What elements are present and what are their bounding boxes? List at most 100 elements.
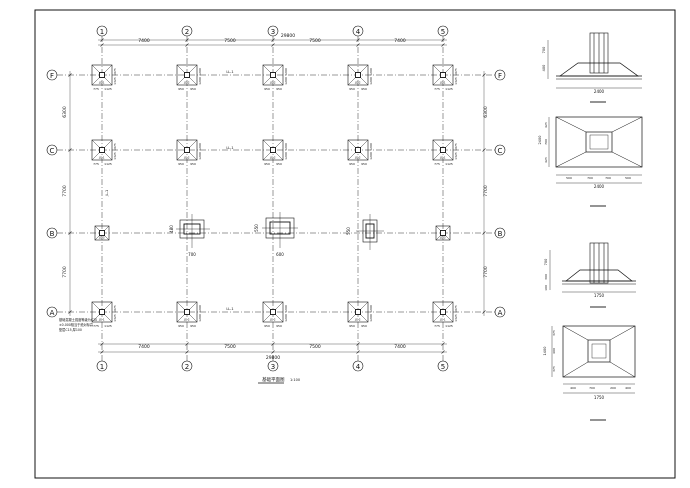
axis-bubble-A-left: A <box>46 306 58 318</box>
footing-dim-b: 950 <box>276 324 282 328</box>
footing-side-dim: 1200 <box>284 68 288 76</box>
column-axis-top: 1 2 3 4 5 <box>96 25 449 37</box>
left-bay-3: 7700 <box>62 266 68 278</box>
footing-plan-2-part-3: 200 <box>610 386 616 390</box>
footing-plan-1-part-1: 500 <box>566 176 572 180</box>
footing-side-dim: 1200 <box>198 143 202 151</box>
footing-side-dim: 1200 <box>369 152 373 160</box>
footing-side-dim: 1200 <box>198 314 202 322</box>
footing-dim-a: 775 <box>93 162 99 166</box>
footing-dim-a: 950 <box>178 162 184 166</box>
footing-dim-b: 950 <box>190 324 196 328</box>
pier-detail-3: 550 <box>346 214 384 250</box>
footing-dim-b: 1125 <box>104 87 112 91</box>
section-2-height-2: 300 <box>544 274 548 280</box>
top-bay-4: 7400 <box>394 38 406 44</box>
footing-side-dim: 1200 <box>198 305 202 313</box>
axis-bubble-1-top: 1 <box>96 25 108 37</box>
beam-tag-col-1: JL-1 <box>105 190 109 197</box>
pier-details: 700 480 600 550 550 <box>169 212 384 257</box>
beam-tag-row-a: LL-1 <box>226 307 233 311</box>
footing-dim-a: 950 <box>264 87 270 91</box>
footing-side-dim: 1200 <box>369 143 373 151</box>
bottom-total: 29800 <box>266 355 280 361</box>
footing-dim-b: 950 <box>361 162 367 166</box>
footing-tag: JC-3 <box>98 236 105 240</box>
svg-text:1: 1 <box>100 363 104 371</box>
footing-dim-a: 950 <box>178 87 184 91</box>
axis-bubble-2-bottom: 2 <box>181 360 193 372</box>
bottom-bay-3: 7500 <box>309 344 321 350</box>
footing-side-dim: 1075 <box>454 68 458 76</box>
note-line-2: ±0.000相当于绝对标高 <box>59 322 93 327</box>
footing-side-dim: 1075 <box>113 305 117 313</box>
svg-text:F: F <box>50 72 54 80</box>
footing-plan-1-side-2: 700 <box>544 139 548 145</box>
footing-plan-1-height: 2400 <box>538 136 542 145</box>
footing-tag: JC-2 <box>183 318 190 322</box>
right-bay-3: 7700 <box>483 266 489 278</box>
footing-plan-1: 2400 425 700 425 500 700 700 500 2400 <box>538 116 643 207</box>
right-bay-2: 7700 <box>483 185 489 197</box>
svg-text:B: B <box>50 230 55 238</box>
footing-dim-a: 950 <box>178 324 184 328</box>
footing-dim-b: 950 <box>276 162 282 166</box>
plan-title-block: 基础平面图 1:100 <box>258 376 300 384</box>
footing-tag: JC-2 <box>269 318 276 322</box>
section-1: 700 400 2400 <box>542 32 642 103</box>
footing-dim-a: 950 <box>349 87 355 91</box>
grid-lines <box>57 36 495 361</box>
top-bay-3: 7500 <box>309 38 321 44</box>
footing-dim-b: 1125 <box>104 162 112 166</box>
footing-tag: JC-2 <box>269 156 276 160</box>
footing-tag: JC-1 <box>439 81 446 85</box>
right-dimensions: 6300 7700 7700 <box>483 106 489 278</box>
footing-dim-a: 775 <box>93 87 99 91</box>
footing-dim-b: 950 <box>276 87 282 91</box>
footing-side-dim: 1200 <box>284 143 288 151</box>
beam-tag-row-c: LL-1 <box>226 146 233 150</box>
bottom-bay-1: 7400 <box>138 344 150 350</box>
footing-dim-a: 950 <box>349 162 355 166</box>
footing-side-dim: 1325 <box>454 77 458 85</box>
footing-dim-b: 1125 <box>445 324 453 328</box>
footing-side-dim: 1200 <box>369 305 373 313</box>
axis-bubble-F-left: F <box>46 69 58 81</box>
footing-side-dim: 1325 <box>454 152 458 160</box>
right-bay-1: 6300 <box>483 106 489 118</box>
top-bay-1: 7400 <box>138 38 150 44</box>
svg-text:C: C <box>50 147 55 155</box>
left-bay-1: 6300 <box>62 106 68 118</box>
footing-plan-1-part-3: 700 <box>605 176 611 180</box>
axis-bubble-F-right: F <box>494 69 506 81</box>
left-dimensions: 6300 7700 7700 <box>62 106 68 278</box>
pier-detail-2-dim: 600 <box>276 252 284 257</box>
footing-tag: JC-1 <box>98 318 105 322</box>
footing-side-dim: 1200 <box>198 68 202 76</box>
footing-side-dim: 1075 <box>454 305 458 313</box>
axis-bubble-C-left: C <box>46 144 58 156</box>
svg-text:A: A <box>50 309 55 317</box>
footing-dim-b: 950 <box>190 162 196 166</box>
svg-text:2: 2 <box>185 363 189 371</box>
footing-dim-a: 950 <box>349 324 355 328</box>
footing-dim-b: 1125 <box>445 87 453 91</box>
svg-text:5: 5 <box>441 363 445 371</box>
footing-plan-2-side-1: 375 <box>552 330 556 336</box>
bottom-bay-4: 7400 <box>394 344 406 350</box>
footing-side-dim: 1075 <box>113 143 117 151</box>
axis-bubble-4-top: 4 <box>352 25 364 37</box>
top-bay-2: 7500 <box>224 38 236 44</box>
footing-side-dim: 1325 <box>113 77 117 85</box>
row-axis-left: F C B A <box>46 69 58 318</box>
svg-text:4: 4 <box>356 28 361 36</box>
